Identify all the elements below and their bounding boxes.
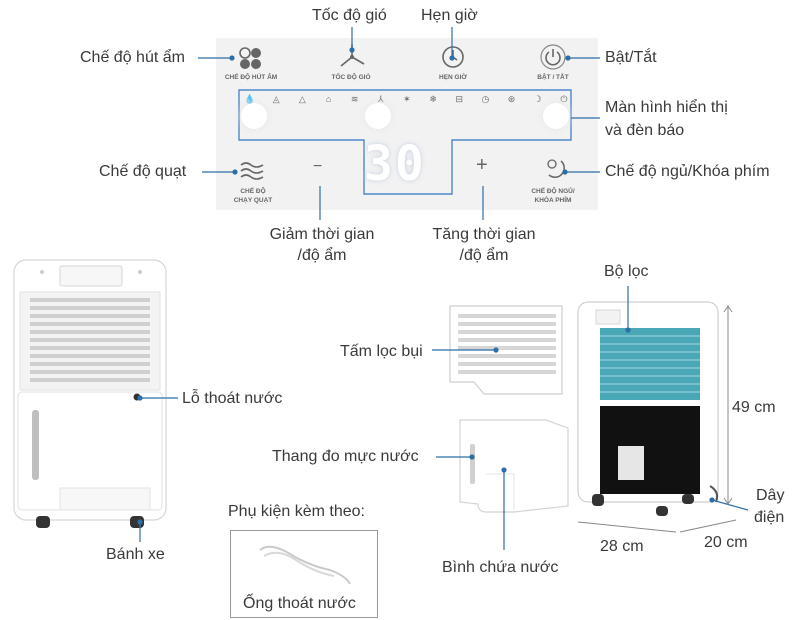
water-tank-callout: Bình chứa nước [442,559,559,576]
power-cord-callout-line2: điện [754,509,785,526]
filter-callout: Bộ lọc [604,263,649,280]
laundry-icon: △ [298,94,306,104]
dehumidifier-back-illustration [577,301,719,516]
dehumidify-mode-icon[interactable] [236,44,266,72]
drain-hole-callout: Lỗ thoát nước [182,390,283,407]
fan-mode-callout: Chế độ quạt [99,163,187,180]
fan-mode-label-2: CHẠY QUẠT [233,197,273,204]
wave-icon: ≋ [350,94,359,104]
indicator-light-center [365,103,391,129]
drain-pipe-callout: Ống thoát nước [243,595,356,612]
power-callout: Bật/Tắt [605,49,657,66]
depth-dimension: 20 cm [704,534,748,551]
power-icon[interactable] [538,42,568,72]
moon-icon: ☽ [533,94,542,104]
indicator-icon-row: 💧 ◬ △ ⌂ ≋ ⅄ ✶ ❄ ⊟ ◷ ⊛ ☽ ⏻ [242,94,572,108]
timer-icon[interactable] [440,44,466,70]
digital-display: 30 [364,136,426,192]
accessories-callout: Phụ kiện kèm theo: [228,503,365,520]
dehumidify-mode-callout: Chế độ hút ẩm [80,49,185,66]
timer-callout: Hẹn giờ [421,7,478,24]
increase-callout-line1: Tăng thời gian [432,226,536,243]
sleep-label-2: KHÓA PHÍM [534,197,572,204]
dust-filter-illustration [449,305,563,395]
drain-pipe-illustration [259,545,351,585]
water-drop-icon: 💧 [244,94,256,104]
power-label: BẬT / TẮT [537,74,569,81]
settings-icon: ⊛ [507,94,516,104]
accessory-box [230,530,378,618]
indicator-light-right [543,103,569,129]
tank-icon: ⊟ [455,94,464,104]
water-gauge-callout: Thang đo mực nước [272,448,419,465]
water-drop-small-icon: ◬ [272,94,280,104]
dust-filter-callout: Tấm lọc bụi [340,343,423,360]
decrease-callout-line2: /độ ẩm [297,247,347,264]
sleep-label-1: CHẾ ĐỘ NGỦ/ [531,188,575,195]
fan-icon: ⅄ [378,94,384,104]
decrease-callout-line1: Giảm thời gian [269,226,375,243]
width-dimension: 28 cm [600,538,644,555]
water-tank-illustration [459,419,569,513]
dehumidify-label: CHẾ ĐỘ HÚT ẨM [224,74,278,81]
power-cord-callout-line1: Dây [756,487,785,504]
dehumidifier-front-illustration [13,259,167,528]
wheel-callout: Bánh xe [106,546,165,563]
indicator-light-left [241,103,267,129]
power-small-icon: ⏻ [560,94,568,104]
height-dimension: 49 cm [732,399,776,416]
clock-icon: ◷ [481,94,490,104]
display-callout-line1: Màn hình hiển thị [605,99,728,116]
sleep-lock-callout: Chế độ ngủ/Khóa phím [605,163,770,180]
star-icon: ✶ [403,94,411,104]
fan-speed-callout: Tốc độ gió [312,7,387,24]
increase-button[interactable]: + [476,154,488,176]
decrease-button[interactable]: − [313,158,323,175]
timer-label: HẸN GIỜ [439,74,467,81]
increase-callout-line2: /độ ẩm [459,247,509,264]
shirt-icon: ⌂ [325,94,332,104]
sleep-lock-icon[interactable] [541,155,567,181]
fan-mode-label-1: CHẾ ĐỘ [240,188,266,195]
snowflake-icon: ❄ [429,94,437,104]
fan-mode-icon[interactable] [239,160,265,182]
display-callout-line2: và đèn báo [605,122,685,139]
fan-speed-icon[interactable] [337,42,367,72]
fan-speed-label: TỐC ĐỘ GIÓ [331,74,371,81]
